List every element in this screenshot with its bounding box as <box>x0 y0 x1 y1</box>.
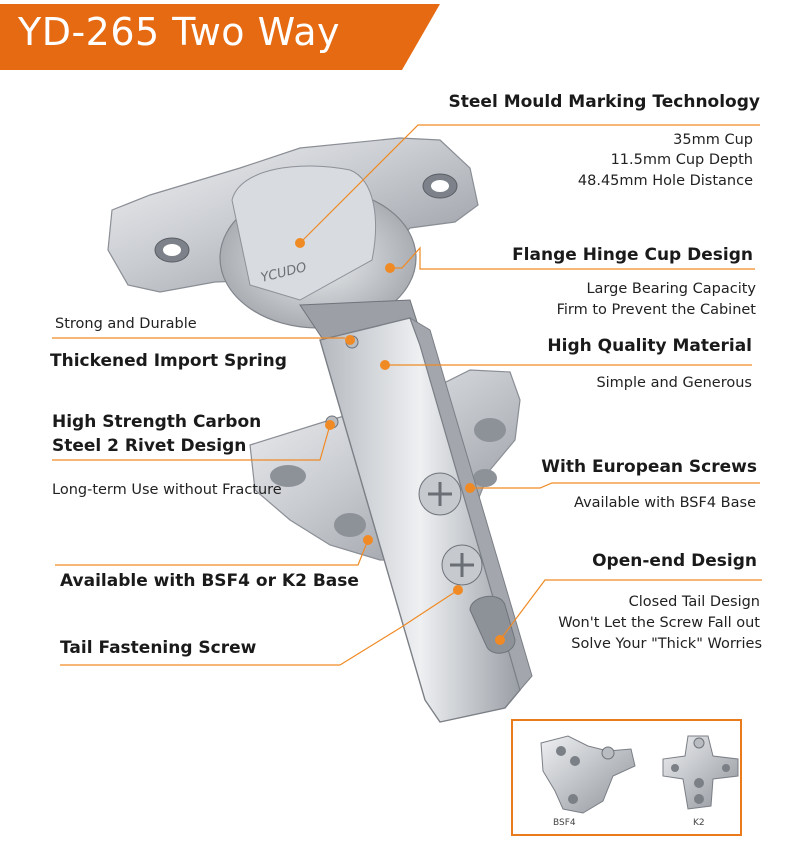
base-hole-2 <box>334 513 366 537</box>
inset-caption-bsf4: BSF4 <box>553 818 576 828</box>
rivet-detail: Long-term Use without Fracture <box>52 482 282 498</box>
bsf4-hole-2 <box>570 756 580 766</box>
bsf4-hole-1 <box>556 746 566 756</box>
european-screw-cross <box>428 482 452 506</box>
rivet-heading-line-2: Steel 2 Rivet Design <box>52 436 247 456</box>
open-end-heading: Open-end Design <box>592 551 757 571</box>
base-heading: Available with BSF4 or K2 Base <box>60 571 359 591</box>
quality-material-detail: Simple and Generous <box>596 375 752 391</box>
cup-recess <box>231 165 377 301</box>
tail-screw-cross <box>450 553 474 577</box>
steel-mould-detail-1: 35mm Cup <box>673 132 753 148</box>
base-hole-3 <box>474 418 506 442</box>
flange-cup-heading: Flange Hinge Cup Design <box>512 245 753 265</box>
bsf4-screw <box>601 746 615 760</box>
k2-hole-4 <box>694 794 704 804</box>
open-end-detail-1: Closed Tail Design <box>628 594 760 610</box>
quality-material-heading: High Quality Material <box>547 336 752 356</box>
rivet-heading-line-1: High Strength Carbon <box>52 412 262 432</box>
k2-hole-2 <box>722 764 730 772</box>
flange-hole-left-inner <box>163 244 181 256</box>
title-banner: YD-265 Two Way <box>0 0 440 70</box>
european-screws-heading: With European Screws <box>541 457 757 477</box>
steel-mould-detail-2: 11.5mm Cup Depth <box>610 152 753 168</box>
spring-heading: Thickened Import Spring <box>50 351 287 371</box>
base-options-inset: BSF4 K2 <box>511 719 742 836</box>
inset-caption-k2: K2 <box>693 818 705 828</box>
base-options-illustration <box>540 735 739 814</box>
european-screws-detail: Available with BSF4 Base <box>574 495 756 511</box>
base-hole-4 <box>473 469 497 487</box>
spring-pre-label: Strong and Durable <box>55 316 197 332</box>
banner-shape <box>0 4 440 70</box>
steel-mould-heading: Steel Mould Marking Technology <box>448 92 760 112</box>
k2-screw <box>693 737 705 749</box>
k2-base-shape <box>662 735 739 810</box>
arm-side <box>409 316 533 692</box>
base-hole-1 <box>270 465 306 487</box>
flange-cup-detail-2: Firm to Prevent the Cabinet <box>556 302 756 318</box>
bsf4-base-shape <box>540 735 636 814</box>
k2-hole-3 <box>694 778 704 788</box>
k2-hole-1 <box>671 764 679 772</box>
flange-cup-detail-1: Large Bearing Capacity <box>586 281 756 297</box>
flange-hole-right-inner <box>431 180 449 192</box>
open-end-detail-2: Won't Let the Screw Fall out <box>558 615 760 631</box>
tail-screw-heading: Tail Fastening Screw <box>60 638 257 658</box>
open-end-detail-3: Solve Your "Thick" Worries <box>571 636 762 652</box>
bsf4-hole-3 <box>568 794 578 804</box>
steel-mould-detail-3: 48.45mm Hole Distance <box>577 173 753 189</box>
page-title: YD-265 Two Way <box>18 10 341 54</box>
